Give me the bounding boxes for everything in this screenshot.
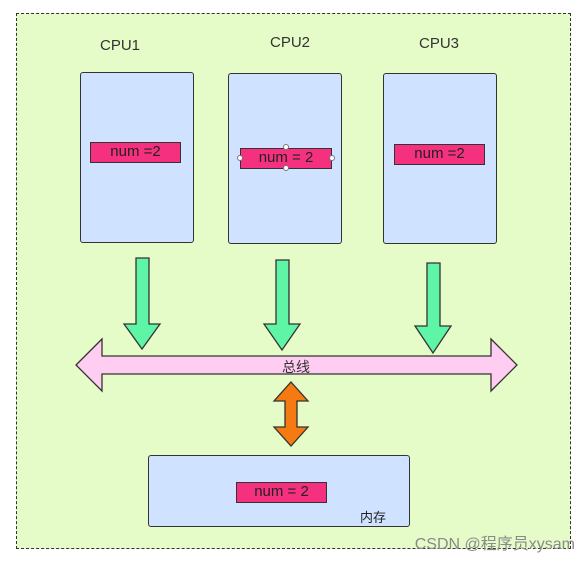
selection-handle[interactable] <box>329 155 335 161</box>
cpu1-down-arrow <box>122 257 162 351</box>
cpu3-box: num =2 <box>383 73 497 244</box>
cpu1-box: num =2 <box>80 72 194 243</box>
cpu3-down-arrow <box>413 262 453 355</box>
cpu1-num-value: num =2 <box>90 142 181 163</box>
bus-label: 总线 <box>282 359 310 375</box>
cpu2-label: CPU2 <box>270 34 311 51</box>
memory-box: num = 2 内存 <box>148 455 410 527</box>
cpu3-label: CPU3 <box>419 35 460 52</box>
memory-num-value: num = 2 <box>236 482 327 503</box>
watermark: CSDN @程序员xysam <box>414 536 575 553</box>
cpu2-box: num = 2 <box>228 73 342 244</box>
selection-handle[interactable] <box>283 165 289 171</box>
cpu2-down-arrow <box>262 259 302 352</box>
memory-double-arrow <box>272 381 310 447</box>
cpu1-label: CPU1 <box>100 37 141 54</box>
bus-double-arrow <box>75 337 518 393</box>
selection-handle[interactable] <box>283 144 289 150</box>
cpu3-num-value: num =2 <box>394 144 485 165</box>
memory-label: 内存 <box>360 510 387 525</box>
selection-handle[interactable] <box>237 155 243 161</box>
